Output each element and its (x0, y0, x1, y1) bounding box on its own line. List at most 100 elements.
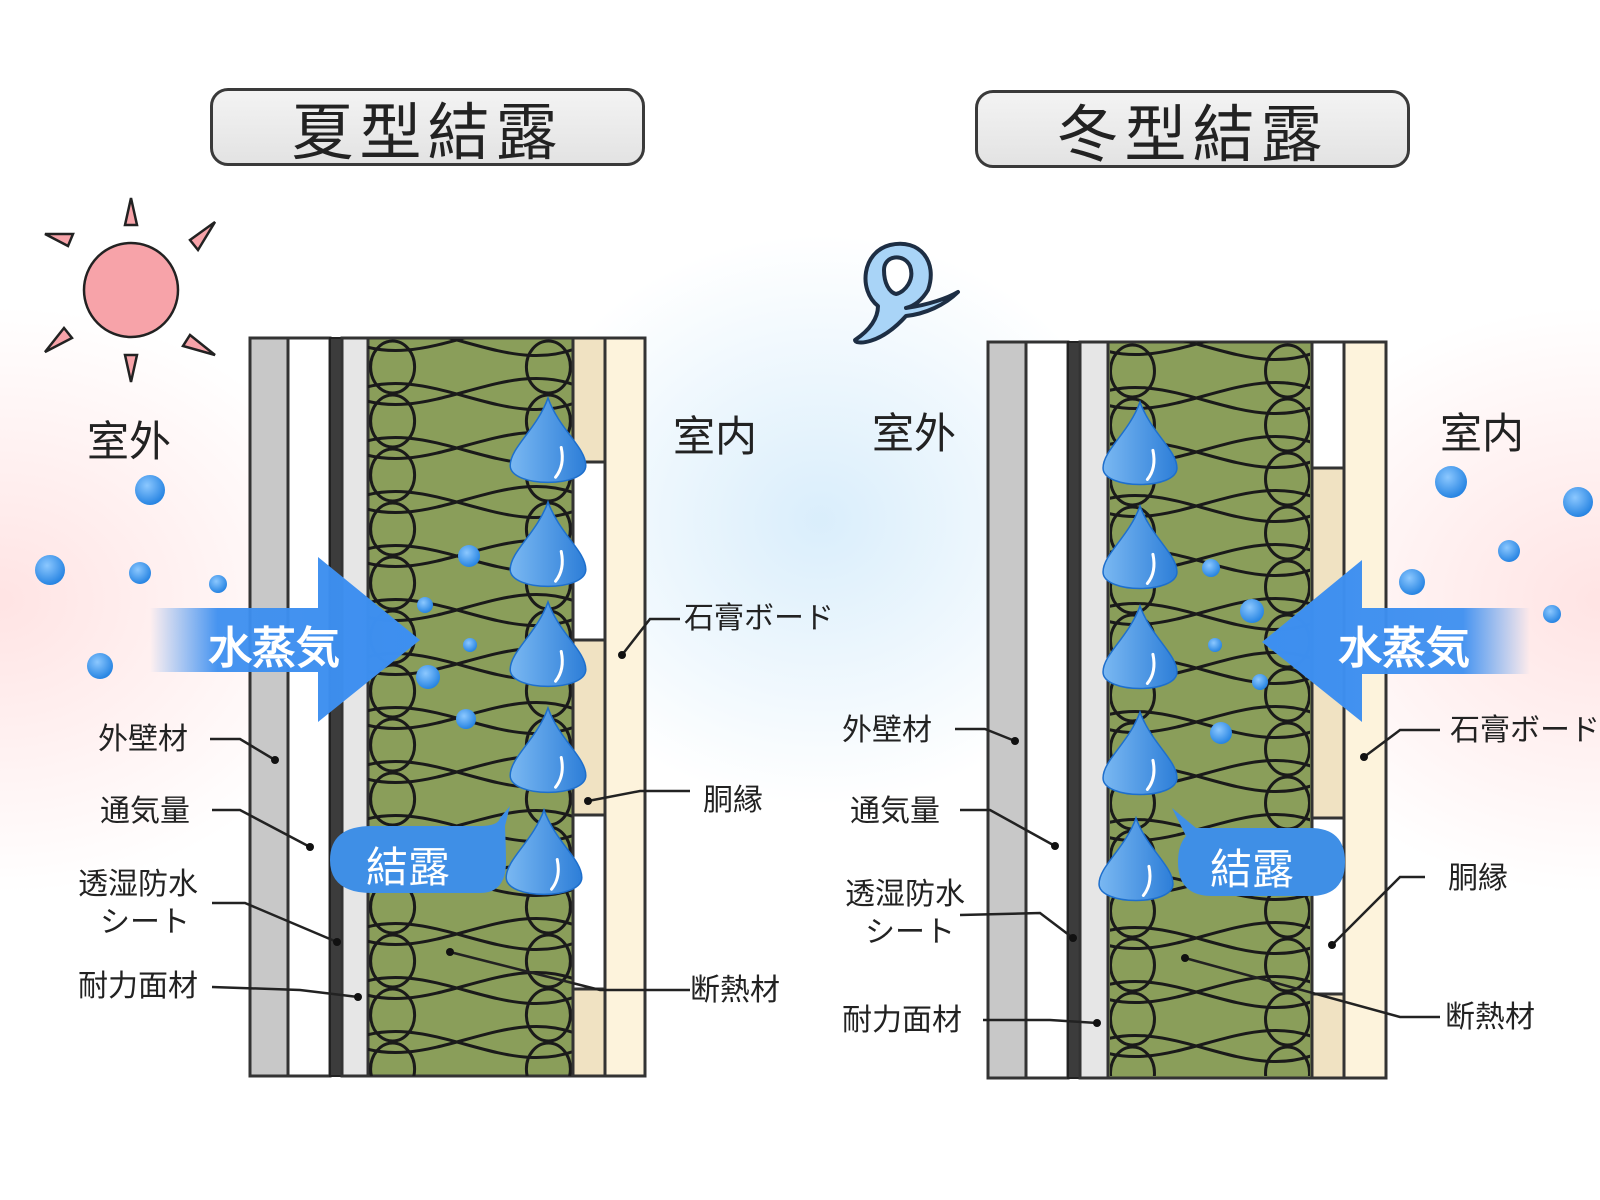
summer-outdoor-label: 室外 (87, 417, 172, 466)
vapor-bubble-icon (417, 597, 433, 613)
insulation-fiber (1110, 596, 1310, 626)
summer-label-exterior-wall: 外壁材 (98, 722, 188, 757)
insulation-fiber (1264, 451, 1310, 507)
water-drop-icon (509, 599, 587, 687)
vapor-bubble-icon (456, 709, 476, 729)
summer-vapor-arrow (150, 557, 420, 722)
insulation-fiber (368, 376, 573, 406)
insulation-fiber (1110, 926, 1310, 956)
water-drop-icon (509, 395, 587, 483)
winter-condensation-label: 結露 (1210, 845, 1295, 894)
vapor-bubble-icon (463, 638, 477, 652)
insulation-fiber (1088, 1084, 1332, 1110)
winter-exterior-wall (986, 340, 1028, 1080)
water-drop-icon (1102, 503, 1178, 590)
winter-structural-panel (1078, 340, 1110, 1080)
insulation-fiber (1110, 342, 1210, 356)
insulation-fiber (348, 1080, 593, 1106)
winter-condensation-bubble (1172, 808, 1345, 896)
water-drops (505, 395, 1178, 902)
winter-label-membrane-2: シート (865, 915, 955, 950)
insulation-fiber (369, 987, 417, 1043)
water-drop-highlight (1145, 652, 1156, 685)
water-drop-icon (1102, 603, 1178, 690)
summer-label-membrane-2: シート (100, 905, 190, 940)
insulation-fiber (1264, 343, 1310, 399)
insulation-fiber (369, 933, 417, 989)
leader-dots (271, 651, 1368, 1027)
water-drop-icon (505, 807, 583, 895)
insulation-fiber (368, 1030, 573, 1060)
insulation-fiber (1264, 991, 1310, 1047)
insulation-fiber (369, 771, 417, 827)
insulation-fiber (1264, 721, 1310, 777)
summer-condensation-bubble (330, 806, 510, 893)
winter-vapor-arrow (1262, 560, 1530, 722)
insulation-fiber (1110, 386, 1310, 416)
vapor-bubble-icon (1240, 599, 1264, 623)
insulation-fiber (1110, 1028, 1310, 1058)
insulation-fiber (1264, 559, 1310, 615)
vapor-bubbles (35, 466, 1593, 744)
insulation-fiber (1110, 812, 1310, 842)
vapor-bubble-icon (135, 475, 165, 505)
winter-label-membrane-1: 透湿防水 (845, 877, 965, 912)
water-drop-highlight (554, 756, 564, 789)
vapor-bubble-icon (1208, 638, 1222, 652)
insulation-fiber (368, 922, 573, 952)
insulation-fiber (1182, 342, 1310, 362)
summer-label-membrane-1: 透湿防水 (78, 867, 198, 902)
insulation-fiber (369, 339, 417, 395)
vapor-bubble-icon (1252, 674, 1268, 690)
summer-gypsum-board (603, 336, 647, 1078)
leader-lines (210, 617, 1440, 1025)
sun-icon (44, 197, 217, 383)
insulation-fiber (524, 1041, 572, 1076)
vapor-bubble-icon (1399, 569, 1425, 595)
insulation-fiber (369, 447, 417, 503)
vapor-bubble-icon (1563, 487, 1593, 517)
insulation-fiber (1110, 343, 1156, 399)
insulation-fiber (369, 717, 417, 773)
insulation-fiber (447, 339, 573, 358)
insulation-fiber (368, 1024, 573, 1054)
insulation-fiber (1110, 710, 1310, 740)
insulation-fiber (1264, 1045, 1310, 1076)
insulation-fiber (369, 501, 417, 557)
summer-label-ventilation: 通気量 (100, 794, 190, 829)
insulation-fiber (1110, 380, 1310, 410)
vapor-bubble-icon (87, 653, 113, 679)
insulation-fiber (1264, 397, 1310, 453)
insulation-fiber (368, 970, 573, 1000)
insulation-fiber (526, 1097, 570, 1149)
insulation-fiber (1110, 704, 1310, 734)
insulation-fiber (368, 916, 573, 946)
water-drop-highlight (1145, 448, 1156, 481)
winter-vapor-label: 水蒸気 (1338, 623, 1470, 674)
insulation-fiber (368, 339, 467, 352)
winter-outdoor-label: 室外 (872, 409, 957, 458)
insulation-fiber (1264, 505, 1310, 561)
insulation-fiber (1110, 920, 1310, 950)
water-drop-highlight (550, 858, 560, 891)
insulation-fiber (524, 933, 572, 989)
insulation-fiber (1110, 1045, 1156, 1076)
water-drop-icon (509, 499, 587, 587)
water-drop-highlight (1145, 758, 1156, 791)
insulation-fiber (1264, 667, 1310, 723)
summer-label-furring: 胴縁 (703, 783, 763, 818)
summer-label-structural-panel: 耐力面材 (78, 969, 198, 1004)
summer-title: 夏型結露 (210, 88, 645, 169)
water-drop-highlight (554, 446, 564, 479)
winter-wall (986, 340, 1388, 1115)
insulation-fiber (1110, 1034, 1310, 1064)
insulation-fiber (348, 1085, 593, 1111)
vapor-bubble-icon (1210, 722, 1232, 744)
wind-icon (853, 241, 960, 345)
winter-label-ventilation: 通気量 (850, 794, 940, 829)
winter-indoor-label: 室内 (1440, 409, 1525, 458)
insulation-fiber (1088, 1089, 1332, 1115)
insulation-fiber (369, 555, 417, 611)
winter-membrane (1067, 341, 1081, 1079)
